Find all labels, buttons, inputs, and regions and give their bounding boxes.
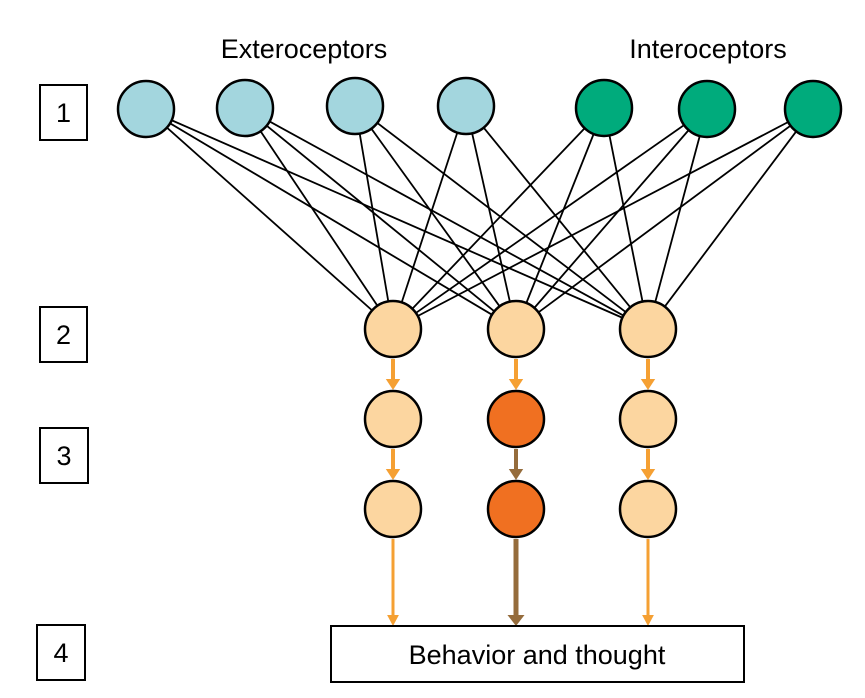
interoceptor-node-5	[574, 78, 634, 138]
connection-input-2-to-hidden-3	[269, 120, 624, 317]
level-4-label: 4	[53, 638, 68, 668]
level-3-label: 3	[56, 441, 71, 471]
level3-upper-node-1	[363, 389, 423, 449]
arrow-col-3-l2-to-l3a	[640, 359, 656, 390]
arrow-col-3-to-output	[642, 539, 654, 626]
connection-input-5-to-hidden-2	[525, 133, 595, 304]
level2-node-2	[486, 299, 546, 359]
arrows	[385, 359, 656, 626]
connection-input-2-to-hidden-1	[259, 130, 379, 307]
connection-input-4-to-hidden-2	[471, 133, 511, 302]
connection-input-2-to-hidden-2	[266, 124, 495, 313]
level-2-marker: 2	[39, 306, 88, 363]
connection-input-6-to-hidden-3	[654, 135, 701, 303]
level3-lower-node-1	[363, 479, 423, 539]
level-1-marker: 1	[39, 84, 88, 141]
arrow-col-2-to-output-head	[507, 615, 525, 626]
connection-input-7-to-hidden-2	[537, 124, 792, 314]
arrow-col-3-l3a-to-l3b	[640, 449, 656, 480]
level2-node-3	[618, 299, 678, 359]
connection-input-6-to-hidden-1	[415, 124, 685, 314]
connection-input-1-to-hidden-3	[171, 119, 623, 319]
arrow-col-2-l2-to-l3a-head	[508, 379, 524, 390]
level-1-label: 1	[56, 98, 71, 128]
arrow-col-3-to-output-head	[642, 615, 654, 626]
output-label: Behavior and thought	[409, 640, 666, 670]
arrow-col-1-l2-to-l3a-head	[385, 379, 401, 390]
connection-input-3-to-hidden-3	[376, 122, 627, 313]
connection-input-3-to-hidden-1	[358, 133, 390, 302]
interoceptor-node-6	[677, 79, 737, 139]
exteroceptor-node-3	[325, 76, 385, 136]
connection-input-1-to-hidden-2	[169, 122, 493, 316]
arrow-col-3-l3a-to-l3b-head	[640, 469, 656, 480]
arrow-col-1-l3a-to-l3b	[385, 449, 401, 480]
level3-lower-node-3	[618, 479, 678, 539]
nodes	[116, 76, 843, 539]
connection-input-3-to-hidden-2	[370, 128, 501, 307]
arrow-col-1-to-output-head	[387, 615, 399, 626]
exteroceptor-node-4	[436, 76, 496, 136]
arrow-col-1-to-output	[387, 539, 399, 626]
arrow-col-1-l3a-to-l3b-head	[385, 469, 401, 480]
level-4-marker: 4	[36, 624, 86, 681]
connection-input-7-to-hidden-1	[417, 121, 789, 317]
level3-upper-node-3	[618, 389, 678, 449]
exteroceptor-node-2	[215, 78, 275, 138]
connection-input-1-to-hidden-1	[166, 126, 373, 312]
interoceptor-node-7	[783, 79, 843, 139]
connection-input-5-to-hidden-3	[608, 135, 644, 302]
interoceptors-label: Interoceptors	[629, 34, 787, 64]
arrow-col-1-l2-to-l3a	[385, 359, 401, 390]
level2-node-1	[363, 299, 423, 359]
level3-lower-node-2	[486, 479, 546, 539]
arrow-col-3-l2-to-l3a-head	[640, 379, 656, 390]
connection-input-6-to-hidden-2	[533, 129, 690, 309]
arrow-col-2-l3a-to-l3b-head	[508, 469, 524, 480]
connection-input-5-to-hidden-1	[411, 127, 586, 310]
arrow-col-2-to-output	[507, 539, 525, 626]
connections	[166, 119, 797, 319]
connection-input-7-to-hidden-3	[664, 130, 797, 308]
connection-input-4-to-hidden-3	[483, 127, 631, 308]
exteroceptors-label: Exteroceptors	[221, 34, 388, 64]
connection-input-4-to-hidden-1	[400, 132, 459, 303]
arrow-col-2-l2-to-l3a	[508, 359, 524, 390]
level-3-marker: 3	[39, 427, 89, 484]
arrow-col-2-l3a-to-l3b	[508, 449, 524, 480]
output-box: Behavior and thought	[330, 625, 745, 683]
exteroceptor-node-1	[116, 79, 176, 139]
level3-upper-node-2	[486, 389, 546, 449]
level-2-label: 2	[56, 320, 71, 350]
